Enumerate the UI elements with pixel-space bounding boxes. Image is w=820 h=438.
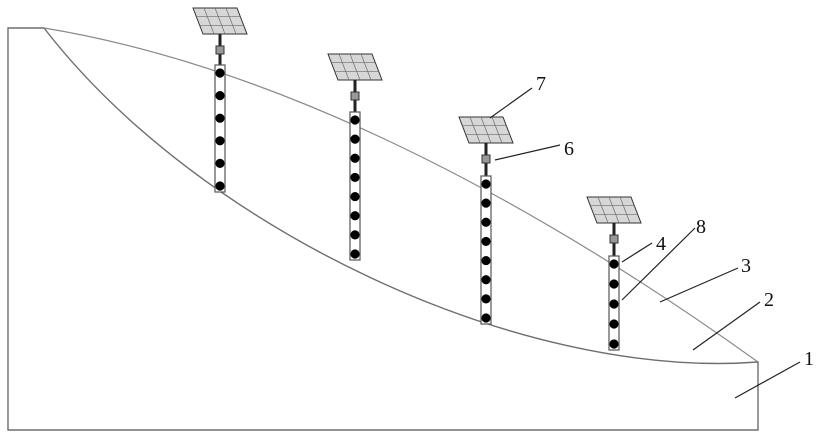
label-7: 7 <box>536 73 546 95</box>
sensor-dot <box>481 313 490 322</box>
connector-box <box>216 46 224 54</box>
sensor-dot <box>481 275 490 284</box>
sensor-dot <box>609 259 618 268</box>
leader-line-1 <box>735 362 800 398</box>
sensor-dot <box>350 154 359 163</box>
sensor-dot <box>481 237 490 246</box>
leader-line-4 <box>622 243 652 262</box>
sensor-dot <box>215 181 224 190</box>
connector-box <box>351 92 359 100</box>
sensor-dot <box>215 91 224 100</box>
leader-line-3 <box>660 268 738 302</box>
sensor-dot <box>481 179 490 188</box>
sensor-dot <box>609 319 618 328</box>
leader-line-6 <box>495 145 560 160</box>
label-4: 4 <box>656 233 666 255</box>
sensor-dot <box>481 294 490 303</box>
label-6: 6 <box>564 138 574 160</box>
monitoring-unit-2 <box>328 54 382 260</box>
sensor-dot <box>609 279 618 288</box>
label-8: 8 <box>696 216 706 238</box>
sensor-dot <box>481 199 490 208</box>
slope-body-outline <box>8 28 758 430</box>
slope-surface-curve <box>44 28 758 362</box>
sensor-dot <box>215 114 224 123</box>
leader-line-7 <box>490 88 532 118</box>
monitoring-unit-4 <box>587 197 641 350</box>
monitoring-post <box>215 65 225 192</box>
sensor-dot <box>609 299 618 308</box>
label-1: 1 <box>804 348 814 370</box>
sensor-dot <box>215 159 224 168</box>
sensor-dot <box>215 68 224 77</box>
sensor-dot <box>350 115 359 124</box>
sensor-dot <box>215 136 224 145</box>
connector-box <box>610 235 618 243</box>
sensor-dot <box>609 339 618 348</box>
sensor-dot <box>481 218 490 227</box>
sensor-dot <box>350 230 359 239</box>
sensor-dot <box>350 135 359 144</box>
leader-line-2 <box>693 302 760 350</box>
sensor-dot <box>350 192 359 201</box>
label-3: 3 <box>741 255 751 277</box>
monitoring-unit-1 <box>193 8 247 192</box>
sensor-dot <box>350 173 359 182</box>
sensor-dot <box>350 249 359 258</box>
sensor-dot <box>481 256 490 265</box>
sensor-dot <box>350 211 359 220</box>
label-2: 2 <box>764 289 774 311</box>
connector-box <box>482 155 490 163</box>
monitoring-unit-3 <box>459 117 513 324</box>
